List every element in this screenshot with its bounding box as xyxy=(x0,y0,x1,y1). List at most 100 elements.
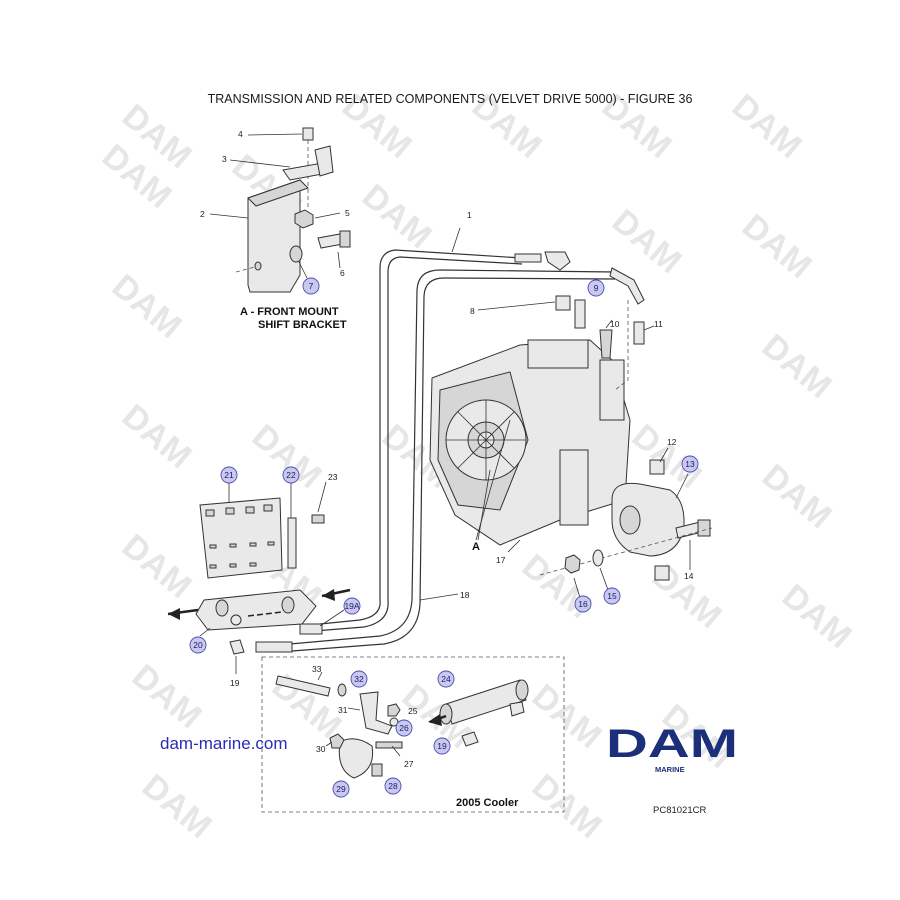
watermark: DAM xyxy=(115,527,199,606)
figure-code: PC81021CR xyxy=(653,805,706,816)
fitting-9 xyxy=(574,299,586,329)
svg-text:13: 13 xyxy=(685,459,695,469)
bolt-head xyxy=(339,230,351,248)
hose-18-inner xyxy=(291,277,616,652)
callout-14: 14 xyxy=(684,571,694,581)
callout-30: 30 xyxy=(316,744,326,754)
bolt-33 xyxy=(275,675,331,697)
callout-19a: 19A xyxy=(343,597,361,615)
plain-callouts: 4 3 2 5 6 1 8 10 11 12 14 17 18 19 23 25… xyxy=(200,129,694,769)
svg-text:7: 7 xyxy=(309,281,314,291)
watermark: DAM xyxy=(775,577,859,656)
screw-27 xyxy=(375,741,403,749)
fitting-8 xyxy=(555,295,571,311)
leader-20 xyxy=(199,627,211,637)
shift-bracket-inset: A - FRONT MOUNT SHIFT BRACKET xyxy=(209,127,351,331)
leader-A xyxy=(477,469,491,541)
nut-16 xyxy=(564,554,581,574)
watermark: DAM xyxy=(515,547,599,626)
callout-23: 23 xyxy=(328,472,338,482)
heat-exchanger xyxy=(167,588,351,674)
svg-text:24: 24 xyxy=(441,674,451,684)
plate-slot xyxy=(205,509,215,517)
callout-17: 17 xyxy=(496,555,506,565)
screw-23 xyxy=(311,514,325,524)
watermark: DAM xyxy=(135,767,219,846)
leader-12 xyxy=(659,447,669,463)
fitting-11 xyxy=(633,321,645,345)
callout-7: 7 xyxy=(302,277,320,295)
callout-26: 26 xyxy=(395,719,413,737)
bracket-top-edge xyxy=(247,179,309,207)
inset-label-line1: A - FRONT MOUNT xyxy=(240,306,339,318)
website-link[interactable]: dam-marine.com xyxy=(160,734,288,753)
callout-25: 25 xyxy=(408,706,418,716)
hose-18-outer xyxy=(289,269,616,645)
leader-7 xyxy=(298,261,308,279)
svg-text:21: 21 xyxy=(224,470,234,480)
plate-slot xyxy=(229,563,237,568)
leader-8 xyxy=(477,301,556,311)
svg-text:15: 15 xyxy=(607,591,617,601)
plate-slot xyxy=(209,564,217,569)
callout-13: 13 xyxy=(681,455,699,473)
exchanger-port xyxy=(215,599,229,617)
svg-text:29: 29 xyxy=(336,784,346,794)
bracket-hole xyxy=(254,261,262,271)
hose-fitting xyxy=(514,253,542,263)
washer xyxy=(289,245,303,263)
leader-17 xyxy=(507,539,521,553)
watermark: DAM xyxy=(355,177,439,256)
shift-plate-tab xyxy=(314,145,334,177)
exchanger-body xyxy=(195,589,317,631)
elbow-fitting xyxy=(544,251,571,271)
callout-5: 5 xyxy=(345,208,350,218)
flow-arrowhead xyxy=(168,608,180,620)
cooler-24-body xyxy=(445,679,527,725)
watermark: DAM xyxy=(755,457,839,536)
svg-text:19A: 19A xyxy=(344,601,359,611)
plate-slot xyxy=(209,544,217,549)
nut-25 xyxy=(387,703,401,717)
watermark: DAM xyxy=(525,677,609,756)
leader-33 xyxy=(317,671,323,681)
callout-6: 6 xyxy=(340,268,345,278)
hose-fitting-19a xyxy=(299,623,323,635)
watermark: DAM xyxy=(105,267,189,346)
callout-20: 20 xyxy=(189,636,207,654)
leader-23 xyxy=(317,481,327,513)
logo-main: DAM xyxy=(606,722,738,766)
callout-21: 21 xyxy=(220,466,238,484)
screw-28 xyxy=(371,763,383,777)
callout-19: 19 xyxy=(230,678,240,688)
svg-text:22: 22 xyxy=(286,470,296,480)
washer-32 xyxy=(337,683,347,697)
callout-1: 1 xyxy=(467,210,472,220)
watermark: DAM xyxy=(605,202,689,281)
screw-head xyxy=(302,127,314,141)
callout-8: 8 xyxy=(470,306,475,316)
bolt-head-lower xyxy=(654,565,670,581)
plate-slot xyxy=(249,562,257,567)
cooler-box-frame xyxy=(261,656,565,813)
svg-text:16: 16 xyxy=(578,599,588,609)
hose-end-fitting xyxy=(609,267,645,305)
callout-11: 11 xyxy=(654,319,663,329)
callout-16: 16 xyxy=(574,595,592,613)
leader-31 xyxy=(347,707,361,711)
clamp-29 xyxy=(338,738,374,779)
cooler-24-end xyxy=(439,703,453,725)
plate-slot xyxy=(267,541,275,546)
leader-19a xyxy=(319,609,345,627)
leader-13 xyxy=(675,473,689,499)
washer-15 xyxy=(592,549,604,567)
svg-text:19: 19 xyxy=(437,741,447,751)
cooler-hoses xyxy=(255,227,645,653)
svg-text:9: 9 xyxy=(594,283,599,293)
callout-10: 10 xyxy=(610,319,620,329)
cooler-24-end xyxy=(515,679,529,701)
bolt-shank xyxy=(317,233,344,249)
leader-1 xyxy=(451,227,461,253)
plate-slot xyxy=(229,543,237,548)
